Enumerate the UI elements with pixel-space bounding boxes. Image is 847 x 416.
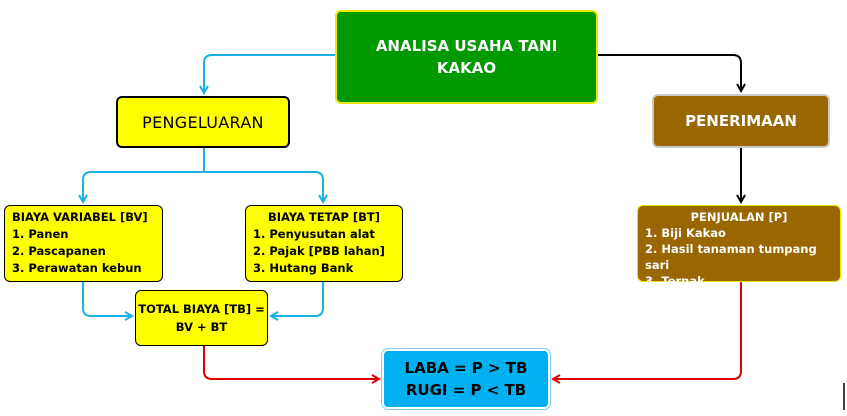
pengeluaran-node: PENGELUARAN: [116, 96, 290, 148]
pengeluaran-label: PENGELUARAN: [142, 112, 264, 132]
arrow-tb-to-result: [203, 346, 378, 379]
biaya-tetap-item: 2. Pajak [PBB lahan]: [253, 244, 385, 258]
arrow-bt-to-tb: [272, 282, 324, 316]
arrow-penjualan-to-result: [554, 282, 742, 379]
total-biaya-line-2: BV + BT: [175, 320, 228, 334]
result-line-1: LABA = P > TB: [404, 359, 528, 377]
arrow-pengeluaran-to-bv: [83, 171, 204, 201]
penerimaan-label: PENERIMAAN: [685, 112, 797, 130]
title-line-2: KAKAO: [436, 59, 497, 77]
penerimaan-node: PENERIMAAN: [652, 94, 830, 148]
total-biaya-node: TOTAL BIAYA [TB] = BV + BT: [135, 290, 268, 346]
biaya-tetap-header: BIAYA TETAP [BT]: [267, 210, 381, 224]
title-line-1: ANALISA USAHA TANI: [375, 37, 558, 55]
biaya-variabel-header: BIAYA VARIABEL [BV]: [12, 210, 148, 224]
penjualan-item: 1. Biji Kakao: [645, 226, 726, 240]
result-node: LABA = P > TB RUGI = P < TB: [381, 348, 551, 410]
biaya-variabel-item: 1. Panen: [12, 227, 69, 241]
arrow-bv-to-tb: [82, 282, 131, 316]
penjualan-node: PENJUALAN [P] 1. Biji Kakao 2. Hasil tan…: [637, 205, 841, 288]
biaya-tetap-item: 1. Penyusutan alat: [253, 227, 375, 241]
arrow-title-to-penerimaan: [598, 54, 741, 90]
arrow-title-to-pengeluaran: [204, 54, 335, 92]
biaya-variabel-item: 2. Pascapanen: [12, 244, 106, 258]
biaya-variabel-item: 3. Perawatan kebun: [12, 261, 142, 275]
penjualan-item: 3. Ternak: [645, 274, 705, 288]
title-node: ANALISA USAHA TANI KAKAO: [335, 10, 598, 104]
penjualan-item: 2. Hasil tanaman tumpang sari: [645, 242, 817, 272]
total-biaya-line-1: TOTAL BIAYA [TB] =: [138, 302, 265, 316]
arrow-pengeluaran-to-bt: [204, 171, 323, 201]
penjualan-header: PENJUALAN [P]: [690, 210, 788, 224]
biaya-tetap-node: BIAYA TETAP [BT] 1. Penyusutan alat 2. P…: [245, 205, 403, 282]
result-line-2: RUGI = P < TB: [405, 381, 527, 399]
biaya-tetap-item: 3. Hutang Bank: [253, 261, 354, 275]
biaya-variabel-node: BIAYA VARIABEL [BV] 1. Panen 2. Pascapan…: [4, 205, 163, 282]
